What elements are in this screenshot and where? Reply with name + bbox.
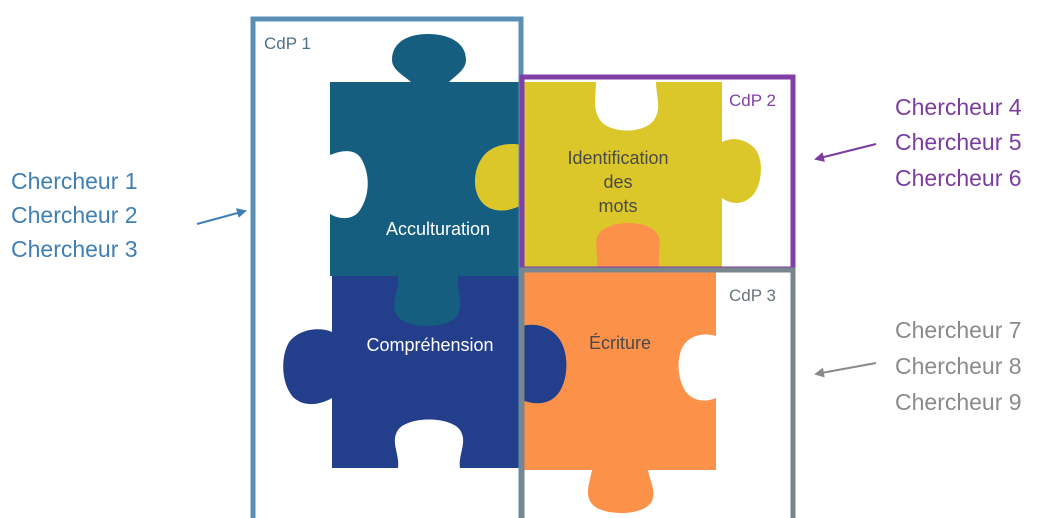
piece-ecriture-label: Écriture [589, 333, 651, 353]
piece-identification: Identification des mots [522, 82, 761, 268]
researcher-8: Chercheur 8 [895, 353, 1022, 379]
piece-ecriture: Écriture [522, 270, 716, 513]
arrow-to-cdp-2 [814, 143, 877, 162]
piece-acculturation-label: Acculturation [386, 219, 490, 239]
cdp-3-box [519, 267, 796, 518]
puzzle: Acculturation Identification des mots Co… [283, 34, 761, 513]
piece-identification-line-1: Identification [567, 148, 668, 168]
researchers-cdp-1: Chercheur 1 Chercheur 2 Chercheur 3 [11, 168, 247, 262]
researcher-7: Chercheur 7 [895, 317, 1022, 343]
researcher-5: Chercheur 5 [895, 129, 1022, 155]
piece-identification-line-2: des [603, 172, 632, 192]
researcher-1: Chercheur 1 [11, 168, 138, 194]
researcher-4: Chercheur 4 [895, 94, 1022, 120]
cdp-1-label: CdP 1 [264, 34, 311, 53]
cdp-3-label: CdP 3 [729, 286, 776, 305]
researcher-2: Chercheur 2 [11, 202, 138, 228]
piece-comprehension: Compréhension [283, 276, 522, 468]
arrow-to-cdp-1 [196, 208, 247, 225]
researchers-cdp-3: Chercheur 7 Chercheur 8 Chercheur 9 [814, 317, 1022, 415]
arrow-to-cdp-3 [814, 362, 877, 378]
researcher-9: Chercheur 9 [895, 389, 1022, 415]
cdp-3-group: CdP 3 [519, 267, 796, 518]
researcher-6: Chercheur 6 [895, 165, 1022, 191]
cdp-2-label: CdP 2 [729, 91, 776, 110]
piece-comprehension-label: Compréhension [366, 335, 493, 355]
researchers-cdp-2: Chercheur 4 Chercheur 5 Chercheur 6 [814, 94, 1022, 191]
researcher-3: Chercheur 3 [11, 236, 138, 262]
piece-acculturation: Acculturation [330, 34, 522, 276]
piece-identification-line-3: mots [598, 196, 637, 216]
